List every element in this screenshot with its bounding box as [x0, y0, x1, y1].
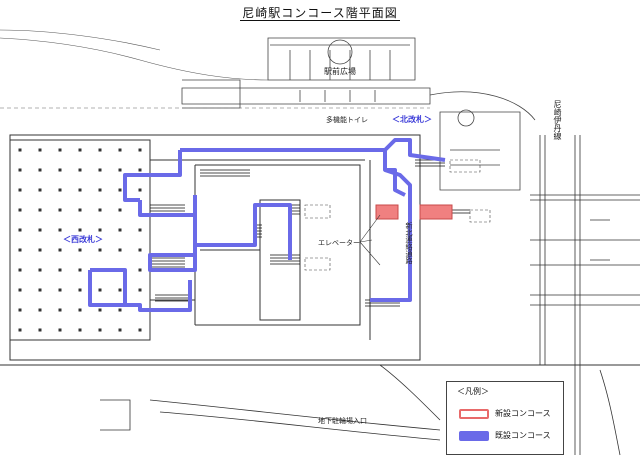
multi-toilet-label: 多機能トイレ — [326, 116, 368, 124]
existing-concourse-path — [88, 138, 446, 312]
column-dot — [78, 268, 82, 272]
legend-swatch-new — [459, 408, 489, 419]
new-concourse — [375, 204, 453, 220]
column-dot — [98, 208, 102, 212]
column-dot — [58, 268, 62, 272]
legend-label-new: 新設コンコース — [495, 409, 551, 418]
column-dot — [138, 168, 142, 172]
column-dot — [38, 148, 42, 152]
west-gate-label: ＜西改札＞ — [63, 235, 103, 244]
legend-title: ＜凡例＞ — [457, 387, 489, 396]
column-dot — [138, 148, 142, 152]
column-dot — [138, 328, 142, 332]
column-dot — [18, 188, 22, 192]
lower-road — [100, 364, 441, 441]
legend-label-existing: 既設コンコース — [495, 431, 551, 440]
column-dot — [78, 248, 82, 252]
column-dot — [78, 308, 82, 312]
road-curves — [0, 29, 269, 81]
column-dot — [118, 148, 122, 152]
column-dot — [98, 328, 102, 332]
underground-road-label: 地下駐輪場入口 — [318, 417, 367, 425]
column-dot — [58, 188, 62, 192]
stair-hatches — [150, 159, 470, 307]
column-dot — [98, 288, 102, 292]
column-dot — [98, 188, 102, 192]
column-dot — [118, 168, 122, 172]
column-dot — [18, 208, 22, 212]
column-dot — [118, 248, 122, 252]
column-dot — [78, 148, 82, 152]
legend: ＜凡例＞ 新設コンコース 既設コンコース — [446, 381, 564, 455]
column-dot — [38, 188, 42, 192]
column-dot — [58, 228, 62, 232]
column-dot — [58, 148, 62, 152]
column-dot — [118, 328, 122, 332]
column-dot — [78, 168, 82, 172]
column-dot — [78, 328, 82, 332]
dashed-boxes — [304, 159, 491, 271]
column-dot — [18, 168, 22, 172]
north-gate-label: ＜北改札＞ — [392, 115, 432, 124]
column-dot — [38, 308, 42, 312]
column-dot — [58, 288, 62, 292]
legend-item-existing: 既設コンコース — [459, 430, 551, 441]
column-dot — [18, 148, 22, 152]
station-plaza-area — [181, 37, 536, 191]
column-dot — [18, 228, 22, 232]
column-dot — [118, 188, 122, 192]
column-dot — [38, 328, 42, 332]
building-outline — [0, 134, 640, 366]
north-corridor-label: 新北連絡通路 — [405, 222, 413, 264]
column-dot — [78, 288, 82, 292]
column-dot — [98, 168, 102, 172]
legend-swatch-existing — [459, 430, 489, 441]
column-dot — [138, 268, 142, 272]
column-dot — [138, 228, 142, 232]
column-dot — [118, 288, 122, 292]
column-dot — [78, 188, 82, 192]
column-dot — [18, 308, 22, 312]
column-dot — [38, 248, 42, 252]
elevator-label: エレベーター — [318, 239, 360, 247]
column-dot — [118, 228, 122, 232]
line-name-label: 尼崎伊丹線 — [553, 100, 562, 140]
railway-tracks — [530, 135, 640, 456]
column-dot — [98, 248, 102, 252]
column-dot — [18, 328, 22, 332]
column-dot — [98, 228, 102, 232]
column-dot — [18, 248, 22, 252]
column-dot — [78, 228, 82, 232]
column-dot — [18, 288, 22, 292]
column-dot — [38, 288, 42, 292]
column-dot — [138, 188, 142, 192]
column-dot — [138, 288, 142, 292]
elevator-pointers — [359, 214, 381, 266]
column-dot — [58, 208, 62, 212]
column-dot — [98, 148, 102, 152]
column-dot — [118, 308, 122, 312]
column-dot — [58, 328, 62, 332]
column-dot — [38, 228, 42, 232]
column-dot — [78, 208, 82, 212]
station-plaza-label: 駅前広場 — [324, 67, 356, 76]
column-dot — [58, 248, 62, 252]
column-dot — [38, 168, 42, 172]
column-dot — [18, 268, 22, 272]
column-dot — [138, 248, 142, 252]
column-dot — [98, 308, 102, 312]
column-dot — [58, 168, 62, 172]
legend-item-new: 新設コンコース — [459, 408, 551, 419]
page-title: 尼崎駅コンコース階平面図 — [240, 6, 400, 21]
column-dot — [118, 208, 122, 212]
column-dot — [38, 208, 42, 212]
column-dot — [58, 308, 62, 312]
column-dot — [38, 268, 42, 272]
